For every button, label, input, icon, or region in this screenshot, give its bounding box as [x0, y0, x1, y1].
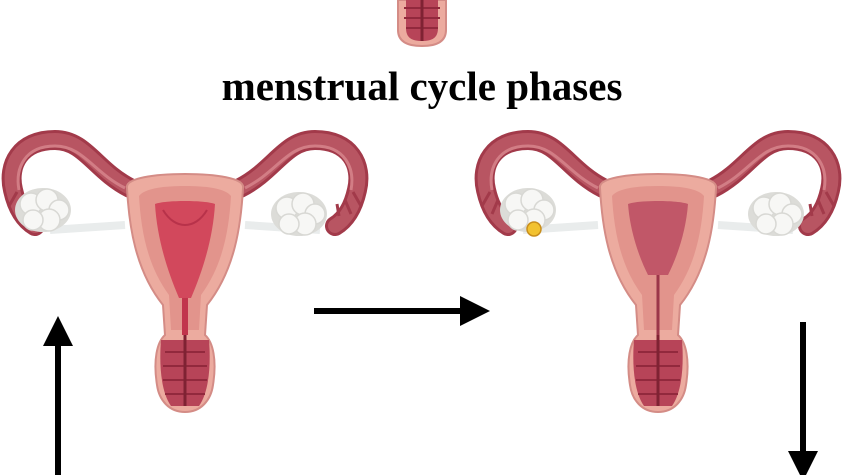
uterus-left-illustration	[9, 140, 361, 412]
endometrium-thick	[155, 201, 215, 298]
diagram-title: menstrual cycle phases	[222, 63, 623, 109]
egg-follicle-icon	[526, 221, 542, 237]
endometrium-thin	[628, 201, 688, 275]
top-cervix-illustration	[397, 0, 447, 48]
uterus-right-illustration	[482, 140, 834, 412]
